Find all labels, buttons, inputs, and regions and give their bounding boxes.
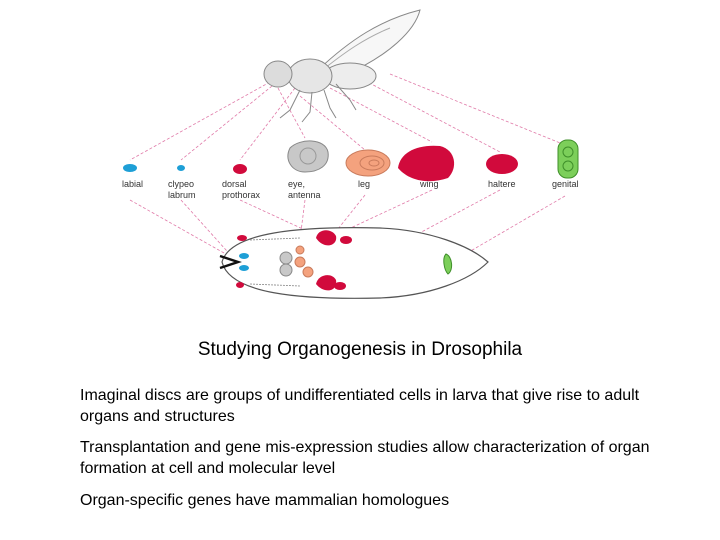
larva-wing-disc-bottom bbox=[316, 275, 337, 291]
larva bbox=[219, 227, 489, 299]
disc-genital bbox=[557, 139, 579, 179]
paragraph-transplantation: Transplantation and gene mis-expression … bbox=[80, 439, 650, 477]
label-eye: eye, bbox=[288, 179, 305, 189]
label-genital: genital bbox=[552, 179, 579, 189]
fly-thorax bbox=[287, 58, 333, 94]
label-haltere: haltere bbox=[488, 179, 516, 189]
drosophila-imaginal-disc-diagram: labial clypeo labrum dorsal prothorax ey… bbox=[122, 9, 579, 299]
larva-mouthparts bbox=[219, 254, 242, 270]
disc-leg bbox=[345, 149, 391, 177]
label-prothorax: prothorax bbox=[222, 190, 261, 200]
label-dorsal: dorsal bbox=[222, 179, 247, 189]
adult-fly bbox=[263, 9, 421, 123]
slide-title: Studying Organogenesis in Drosophila bbox=[197, 339, 523, 360]
label-clypeo: clypeo bbox=[168, 179, 194, 189]
disc-haltere bbox=[486, 154, 518, 174]
paragraph-homologues: Organ-specific genes have mammalian homo… bbox=[80, 492, 450, 509]
larva-body bbox=[221, 227, 489, 299]
disc-clypeo-labrum bbox=[177, 165, 185, 171]
disc-labial bbox=[123, 164, 137, 172]
label-labial: labial bbox=[122, 179, 143, 189]
fly-head bbox=[263, 60, 293, 88]
label-labrum: labrum bbox=[168, 190, 196, 200]
label-wing: wing bbox=[419, 179, 439, 189]
paragraph-imaginal-discs: Imaginal discs are groups of undifferent… bbox=[80, 387, 640, 425]
fly-wing bbox=[316, 9, 421, 76]
connector-lines-fly-to-discs bbox=[129, 73, 566, 161]
label-leg: leg bbox=[358, 179, 370, 189]
label-antenna: antenna bbox=[288, 190, 321, 200]
disc-dorsal-prothorax bbox=[233, 164, 247, 174]
disc-eye-antenna bbox=[287, 140, 329, 173]
larva-wing-disc-top bbox=[316, 230, 337, 246]
larva-genital-disc bbox=[443, 253, 453, 275]
disc-wing bbox=[398, 145, 455, 182]
